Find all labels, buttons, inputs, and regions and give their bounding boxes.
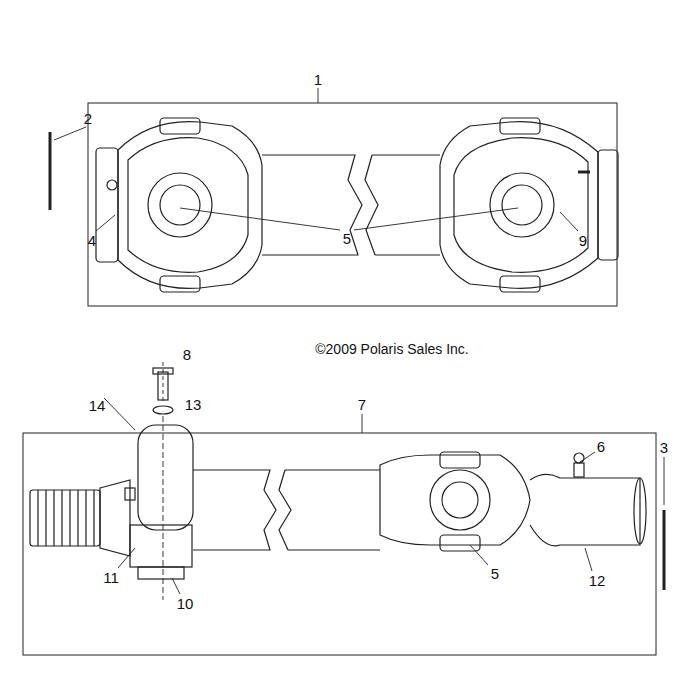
callout-number: 1 [312, 71, 324, 88]
callout-number: 5 [341, 230, 353, 247]
callout-number: 6 [595, 438, 607, 455]
bottom-shaft [30, 425, 646, 579]
callout-number: 12 [587, 572, 608, 589]
assembly-outline [88, 103, 617, 306]
leader-lines [54, 88, 664, 600]
callout-number: 2 [82, 110, 94, 127]
assembly-outline [23, 433, 656, 655]
callout-number: 7 [356, 396, 368, 413]
callout-number: 5 [489, 565, 501, 582]
callout-number: 10 [175, 595, 196, 612]
callout-number: 8 [181, 346, 193, 363]
top-shaft [96, 118, 618, 292]
callout-number: 3 [658, 439, 670, 456]
callout-number: 14 [87, 397, 108, 414]
callout-number: 11 [101, 569, 121, 586]
copyright-note: ©2009 Polaris Sales Inc. [313, 341, 471, 357]
callout-number: 4 [86, 232, 98, 249]
callout-number: 9 [577, 232, 589, 249]
callout-number: 13 [183, 396, 204, 413]
